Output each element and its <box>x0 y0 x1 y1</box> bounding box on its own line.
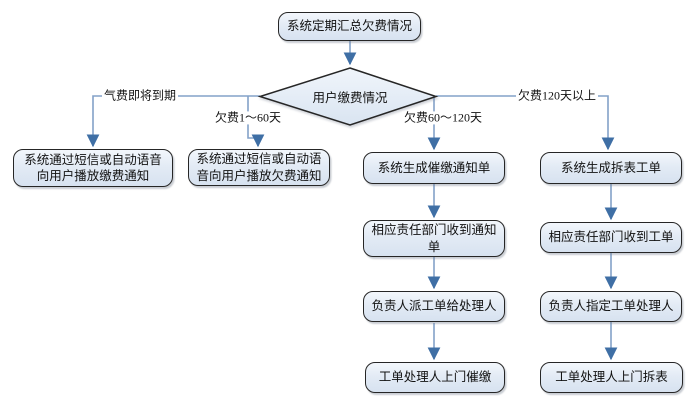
node-notify-arrears-sms: 系统通过短信或自动语音向用户播放欠费通知 <box>188 149 330 186</box>
node-generate-meter-removal-order: 系统生成拆表工单 <box>540 152 682 184</box>
node-handler-visit-remove-meter: 工单处理人上门拆表 <box>540 362 683 393</box>
decision-payment-status: 用户缴费情况 <box>312 91 388 105</box>
branch-label-overdue-120-plus: 欠费120天以上 <box>515 88 599 103</box>
decision-diamond-shape <box>257 67 439 126</box>
node-leader-dispatch-order: 负责人派工单给处理人 <box>363 291 505 322</box>
branch-label-gas-fee-due: 气费即将到期 <box>101 88 179 103</box>
branch-label-overdue-60-120: 欠费60～120天 <box>401 110 485 125</box>
node-handler-visit-collect: 工单处理人上门催缴 <box>365 362 505 393</box>
node-dept-receive-order: 相应责任部门收到工单 <box>540 222 682 253</box>
node-generate-reminder-notice: 系统生成催缴通知单 <box>363 152 505 184</box>
branch-label-overdue-1-60: 欠费1～60天 <box>212 110 284 125</box>
connector-overdue-120-branch <box>436 95 615 151</box>
node-notify-payment-sms: 系统通过短信或自动语音向用户播放缴费通知 <box>13 149 173 187</box>
node-dept-receive-notice: 相应责任部门收到通知单 <box>363 220 505 257</box>
connector-due-soon-branch <box>86 95 260 148</box>
node-summarize-arrears: 系统定期汇总欠费情况 <box>278 12 421 41</box>
node-leader-assign-handler: 负责人指定工单处理人 <box>540 291 682 322</box>
